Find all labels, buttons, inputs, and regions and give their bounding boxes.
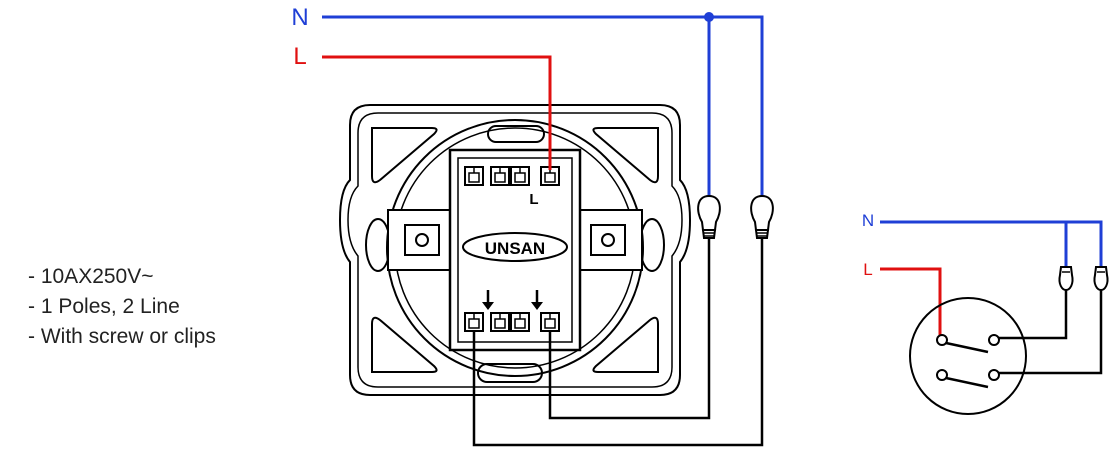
spec-item-rating: - 10AX250V~ <box>28 265 154 288</box>
load-wires <box>472 238 764 447</box>
live-wire <box>322 55 552 170</box>
top-terminal-1 <box>464 166 484 186</box>
schematic-switch-levers <box>945 341 989 389</box>
neutral-junction <box>704 12 714 22</box>
schematic-live-label: L <box>863 260 872 279</box>
top-terminal-block <box>464 166 560 186</box>
arrow-down-icon <box>531 290 543 310</box>
schematic-switch-body <box>909 297 1027 415</box>
bottom-terminal-2 <box>490 312 510 332</box>
schematic-neutral-label: N <box>862 211 874 230</box>
bottom-terminal-block <box>464 290 560 332</box>
lamp-1 <box>697 195 721 239</box>
spec-list: - 10AX250V~ - 1 Poles, 2 Line - With scr… <box>28 262 216 352</box>
schematic-load-wires <box>999 290 1103 375</box>
neutral-label: N <box>291 4 308 31</box>
neutral-wire <box>322 15 764 200</box>
schematic-lamp-2 <box>1093 266 1109 291</box>
schematic-contacts <box>936 334 1000 381</box>
schematic-lamp-1 <box>1058 266 1074 291</box>
bottom-terminal-3 <box>510 312 530 332</box>
top-terminal-2 <box>490 166 510 186</box>
brand-logo: UNSAN <box>485 239 545 258</box>
schematic-neutral-wire <box>880 220 1103 268</box>
bottom-terminal-1 <box>464 312 484 332</box>
top-terminal-3 <box>510 166 530 186</box>
lamp-2 <box>750 195 774 239</box>
schematic-live-wire <box>880 267 942 338</box>
terminal-label-live: L <box>529 191 538 208</box>
live-label: L <box>293 43 306 70</box>
bottom-terminal-4 <box>540 312 560 332</box>
spec-item-mounting: - With screw or clips <box>28 325 216 348</box>
spec-item-poles: - 1 Poles, 2 Line <box>28 295 180 318</box>
arrow-down-icon <box>482 290 494 310</box>
